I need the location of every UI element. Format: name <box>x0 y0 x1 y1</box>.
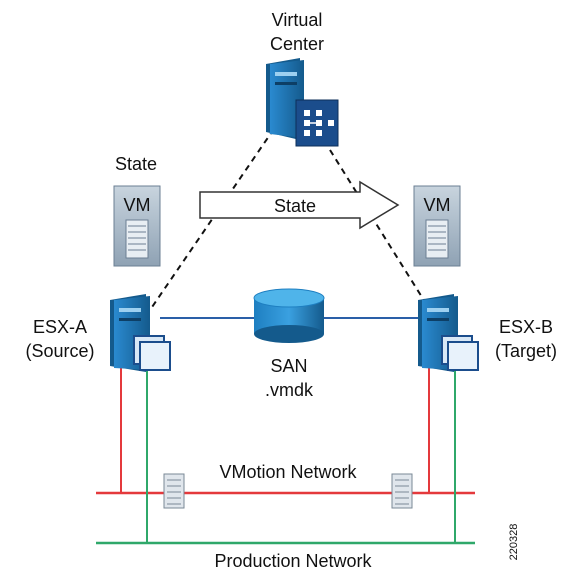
san-database-icon <box>253 288 325 343</box>
vm-left-label: VM <box>124 195 151 215</box>
mgmt-link-right <box>329 149 431 311</box>
esx-b-label-line1: ESX-B <box>499 317 553 337</box>
figure-id: 220328 <box>508 524 520 561</box>
san-label-line1: SAN <box>270 356 307 376</box>
state-label: State <box>115 154 157 174</box>
vm-left-icon <box>113 185 161 267</box>
esx-a-label-line2: (Source) <box>25 341 94 361</box>
virtual-center-label-line2: Center <box>270 34 324 54</box>
esx-a-label-line1: ESX-A <box>33 317 87 337</box>
san-label-line2: .vmdk <box>265 380 314 400</box>
esx-b-label-line2: (Target) <box>495 341 557 361</box>
virtual-center-label-line1: Virtual <box>272 10 323 30</box>
vm-right-icon <box>413 185 461 267</box>
switch-left-icon <box>163 473 185 509</box>
esx-b-server-icon <box>418 294 479 372</box>
state-arrow-icon <box>199 180 400 230</box>
vm-right-label: VM <box>424 195 451 215</box>
esx-a-server-icon <box>110 294 171 372</box>
cloud-app-icon <box>295 99 339 147</box>
production-network-label: Production Network <box>214 551 372 571</box>
vmotion-network-label: VMotion Network <box>219 462 357 482</box>
switch-right-icon <box>391 473 413 509</box>
state-arrow-label: State <box>274 196 316 216</box>
